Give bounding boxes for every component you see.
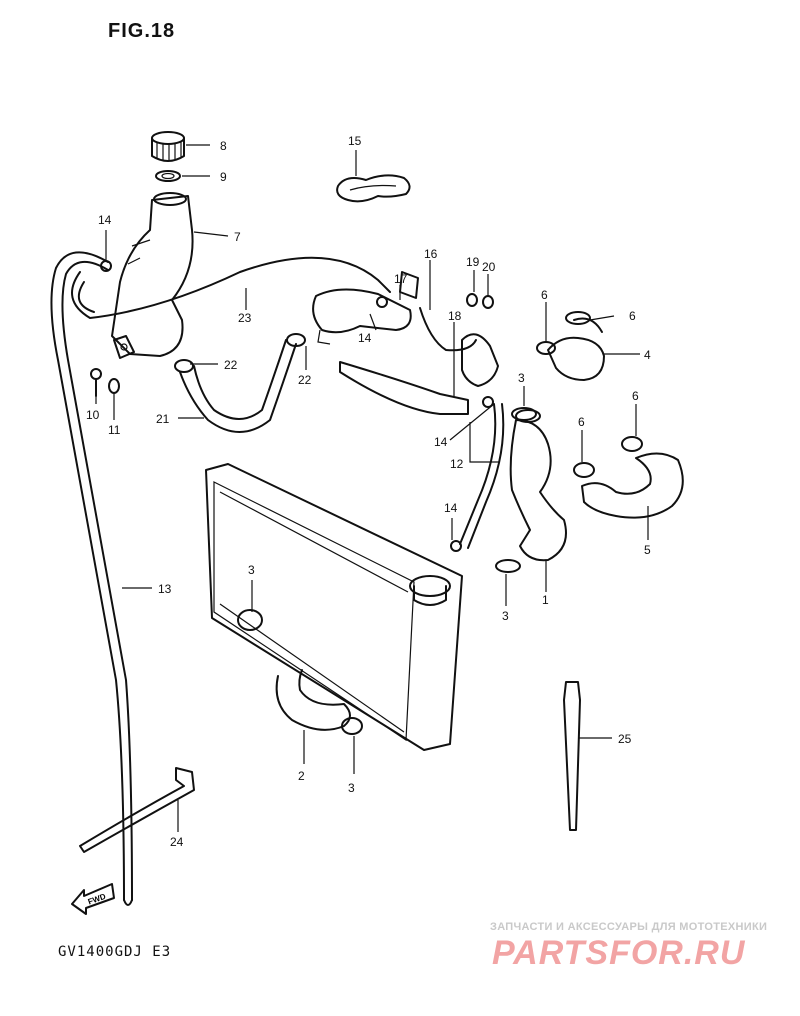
thermostat-housing (312, 288, 412, 345)
callout-7: 7 (234, 230, 241, 244)
hose-18 (419, 307, 499, 387)
upper-breather-hose (71, 256, 391, 319)
callout-14c: 14 (434, 435, 448, 449)
callout-3a: 3 (518, 371, 525, 385)
hose-12 (459, 403, 505, 549)
callout-23: 23 (238, 311, 252, 325)
callout-3d: 3 (348, 781, 355, 795)
cap-gasket (155, 170, 181, 182)
callout-25: 25 (618, 732, 632, 746)
washer-11 (108, 378, 120, 394)
clamp-22-left (174, 359, 194, 373)
nut-19 (466, 293, 478, 307)
callout-8: 8 (220, 139, 227, 153)
callout-12: 12 (450, 457, 464, 471)
callout-3c: 3 (248, 563, 255, 577)
callout-20: 20 (482, 260, 496, 274)
callout-6b: 6 (629, 309, 636, 323)
callout-19: 19 (466, 255, 480, 269)
hose-1 (509, 409, 567, 562)
callout-1: 1 (542, 593, 549, 607)
clamp-14-tank (100, 260, 112, 272)
clamp-6-a (536, 341, 556, 355)
callout-18: 18 (448, 309, 462, 323)
callout-22a: 22 (224, 358, 238, 372)
callout-14d: 14 (444, 501, 458, 515)
callout-3b: 3 (502, 609, 509, 623)
callout-22b: 22 (298, 373, 312, 387)
hose-21 (179, 339, 297, 433)
hose-coil (336, 174, 411, 203)
clamp-3-upper (511, 407, 537, 421)
model-code: GV1400GDJ E3 (58, 944, 172, 960)
clamp-6-d (621, 436, 643, 452)
clamp-14-lower (450, 540, 462, 552)
bolt-10 (90, 368, 102, 397)
callout-15: 15 (348, 134, 362, 148)
clamp-14-hose12 (482, 396, 494, 408)
watermark-brand: PARTSFOR.RU (492, 934, 746, 972)
callout-24: 24 (170, 835, 184, 849)
radiator (205, 463, 463, 751)
fwd-arrow-icon: FWD (71, 883, 115, 915)
callout-2: 2 (298, 769, 305, 783)
callout-9: 9 (220, 170, 227, 184)
overflow-hose (50, 251, 133, 906)
callout-6d: 6 (632, 389, 639, 403)
hose-2 (275, 669, 351, 731)
clamp-22-right (286, 333, 306, 347)
hose-4 (547, 317, 605, 381)
callout-10: 10 (86, 408, 100, 422)
bracket-16 (339, 271, 469, 415)
callout-6a: 6 (541, 288, 548, 302)
clamp-6-c (573, 462, 595, 478)
callout-6c: 6 (578, 415, 585, 429)
callouts: 8 9 7 15 16 17 18 19 20 6 6 4 6 6 5 3 1 … (86, 134, 651, 849)
callout-21: 21 (156, 412, 170, 426)
callout-11: 11 (108, 423, 121, 437)
clamp-3-radiator (237, 609, 263, 631)
leader-lines (95, 144, 649, 832)
callout-16: 16 (424, 247, 438, 261)
callout-14b: 14 (358, 331, 372, 345)
clamp-3-lower (495, 559, 521, 573)
hose-5 (581, 452, 684, 519)
watermark-tagline: ЗАПЧАСТИ И АКСЕССУАРЫ ДЛЯ МОТОТЕХНИКИ (490, 921, 768, 933)
callout-13: 13 (158, 582, 172, 596)
reservoir-cap (151, 131, 185, 162)
washer-20 (482, 295, 494, 309)
reservoir-tank (111, 192, 194, 359)
strap-24 (79, 767, 195, 853)
clamp-6-b (565, 311, 591, 325)
callout-17: 17 (394, 272, 408, 286)
callout-5: 5 (644, 543, 651, 557)
callout-4: 4 (644, 348, 651, 362)
clamp-14-thermostat (376, 296, 388, 308)
clamp-3-bottom (341, 717, 363, 735)
callout-14a: 14 (98, 213, 112, 227)
figure-title: FIG.18 (108, 20, 176, 42)
strap-25 (563, 681, 581, 831)
